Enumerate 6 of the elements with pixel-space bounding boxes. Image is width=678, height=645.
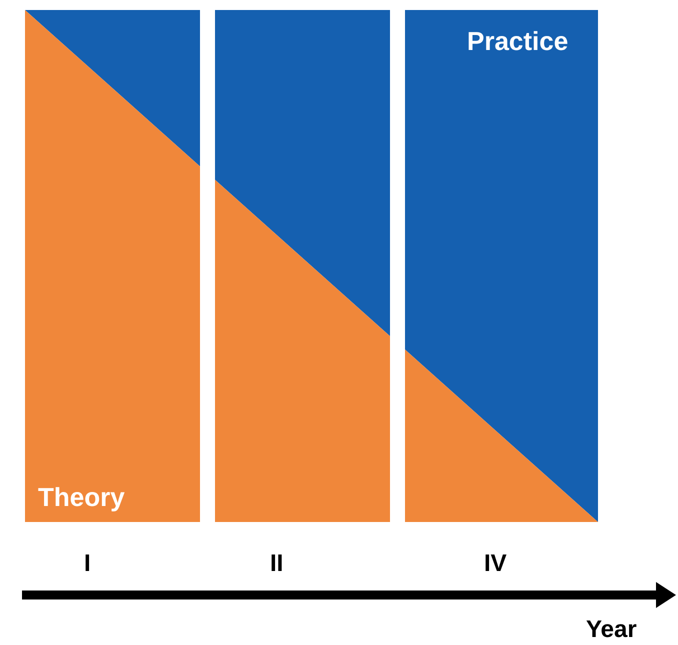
axis-label: Year: [586, 618, 637, 642]
year-label: IV: [484, 552, 507, 576]
year-label: II: [270, 552, 284, 576]
year-label: I: [84, 552, 91, 576]
area-label: Practice: [467, 28, 568, 54]
area-label: Theory: [38, 484, 125, 510]
